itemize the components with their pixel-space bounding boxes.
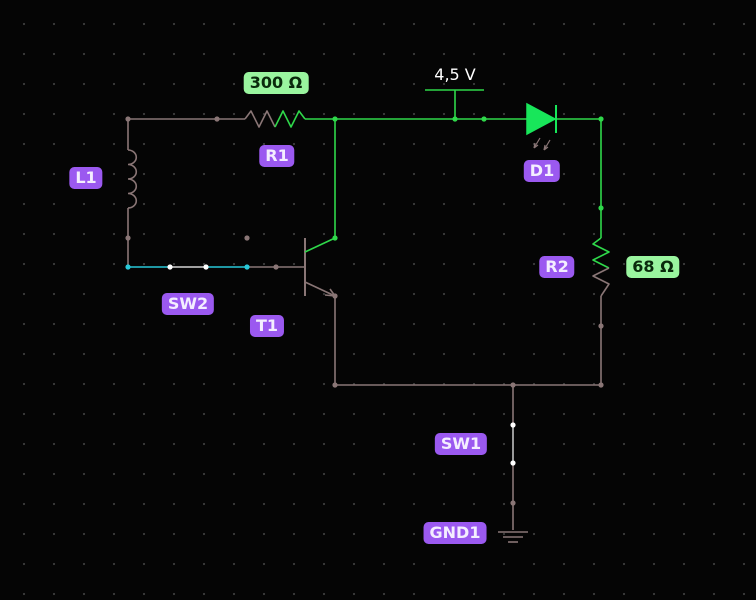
wire-diode-right: [556, 118, 602, 238]
voltage-source[interactable]: [425, 89, 484, 119]
r1-name-label: R1: [259, 145, 295, 167]
sw2-name-label: SW2: [161, 293, 215, 315]
light-arrows: [533, 137, 551, 151]
resistor-r1[interactable]: [244, 110, 306, 128]
l1-name-label: L1: [69, 167, 103, 189]
d1-name-label: D1: [523, 160, 561, 182]
r1-value-label: 300 Ω: [243, 72, 309, 94]
idle-wires: [127, 118, 602, 530]
r2-value-label: 68 Ω: [626, 256, 680, 278]
gnd1-name-label: GND1: [423, 522, 487, 544]
r2-name-label: R2: [539, 256, 575, 278]
sw1-name-label: SW1: [434, 433, 488, 455]
inductor-l1[interactable]: [127, 149, 138, 209]
nodes: [125, 116, 604, 506]
source-value-label: 4,5 V: [434, 65, 476, 84]
transistor-t1[interactable]: [304, 237, 336, 297]
resistor-r2[interactable]: [592, 237, 610, 297]
t1-name-label: T1: [249, 315, 285, 337]
diode-d1[interactable]: [526, 102, 557, 151]
ground-gnd1[interactable]: [498, 531, 528, 543]
